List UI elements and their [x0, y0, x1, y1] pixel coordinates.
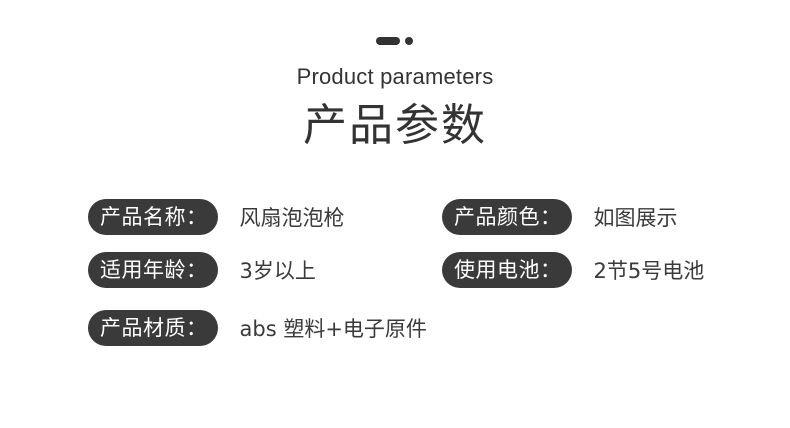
param-label: 产品颜色：	[442, 199, 572, 235]
param-label: 产品名称：	[88, 199, 218, 235]
param-row-product-color: 产品颜色： 如图展示	[442, 199, 678, 235]
param-value: 如图展示	[593, 206, 678, 230]
param-row-age: 适用年龄： 3岁以上	[88, 252, 316, 288]
param-label: 适用年龄：	[88, 252, 218, 288]
param-value: 2节5号电池	[593, 259, 705, 283]
dash-icon	[376, 37, 400, 45]
param-label: 产品材质：	[88, 310, 218, 346]
param-value: 风扇泡泡枪	[239, 206, 345, 230]
param-value: 3岁以上	[239, 259, 316, 283]
param-row-product-name: 产品名称： 风扇泡泡枪	[88, 199, 345, 235]
param-label: 使用电池：	[442, 252, 572, 288]
param-row-battery: 使用电池： 2节5号电池	[442, 252, 704, 288]
dot-icon	[405, 37, 413, 45]
param-row-material: 产品材质： abs 塑料+电子原件	[88, 310, 427, 346]
param-value: abs 塑料+电子原件	[239, 317, 427, 341]
section-subtitle: Product parameters	[296, 64, 494, 89]
section-title: 产品参数	[303, 100, 487, 151]
